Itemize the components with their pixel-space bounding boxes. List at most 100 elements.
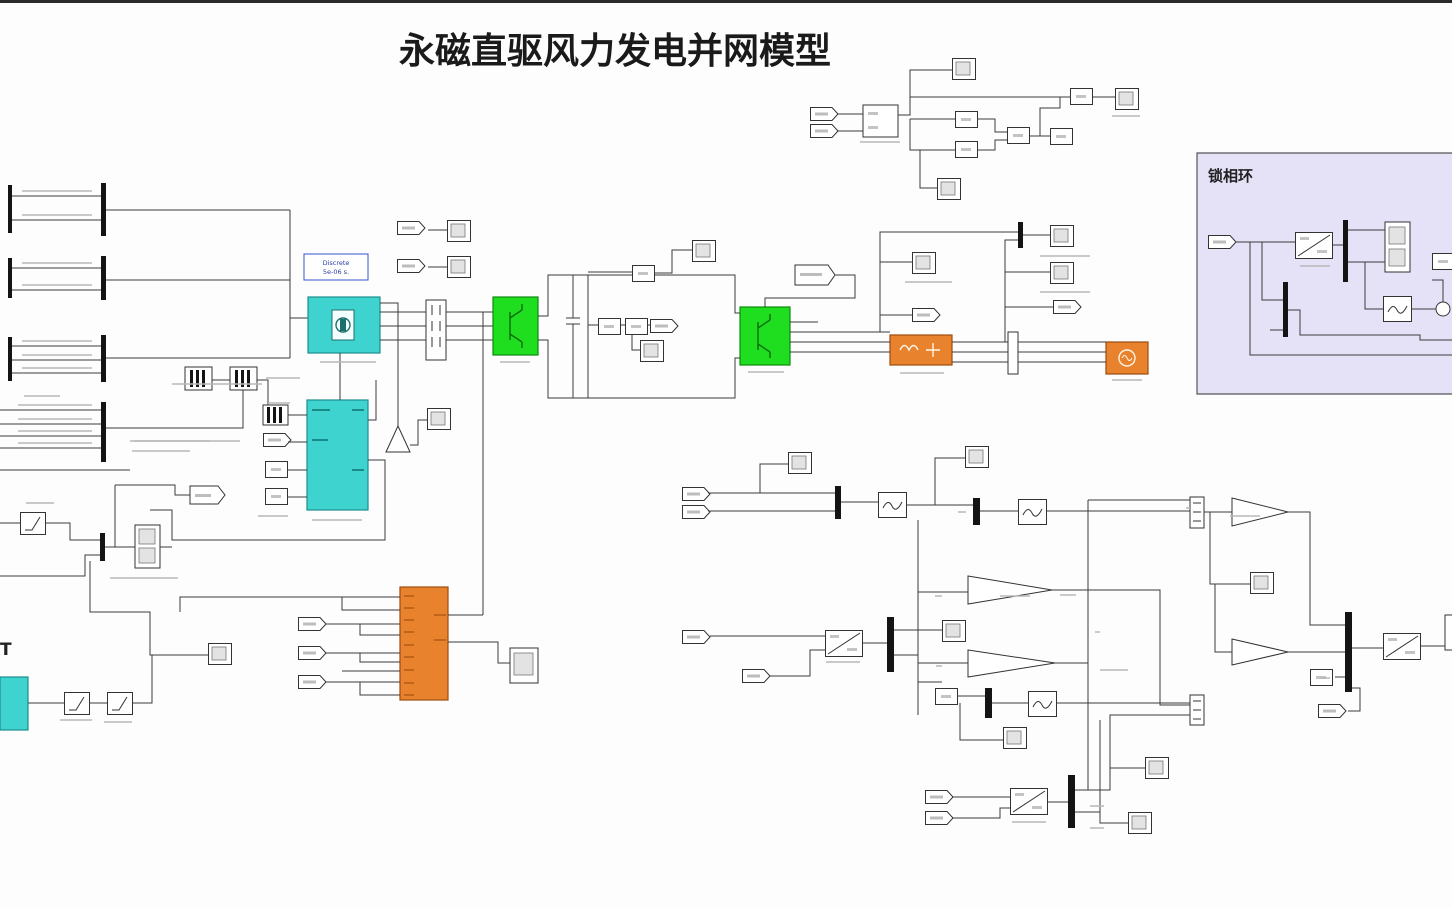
scope-block[interactable] xyxy=(447,256,471,278)
pll-subsystem[interactable]: 锁相环 xyxy=(1196,152,1452,395)
product-block[interactable] xyxy=(955,111,978,128)
scope-block[interactable] xyxy=(952,58,976,80)
sum-block[interactable] xyxy=(632,265,655,282)
gain-block[interactable] xyxy=(1231,638,1289,666)
selector-block[interactable] xyxy=(1189,694,1205,726)
scope-block[interactable] xyxy=(509,647,539,684)
inverter-block[interactable] xyxy=(739,306,791,366)
constant-block[interactable] xyxy=(935,688,958,705)
demux-bar[interactable] xyxy=(1068,775,1075,828)
selector-block[interactable] xyxy=(1189,496,1205,529)
product-block[interactable] xyxy=(598,318,621,335)
from-tag[interactable] xyxy=(682,487,711,501)
pi-controller-block[interactable] xyxy=(1383,296,1412,322)
powergui-block[interactable]: Discrete 5e-06 s. xyxy=(303,253,369,281)
from-tag[interactable] xyxy=(682,630,711,644)
bus-selector-block[interactable] xyxy=(229,366,258,391)
scope-block[interactable] xyxy=(427,408,451,430)
bus-bar-left[interactable] xyxy=(8,185,12,233)
bus-creator-bar[interactable] xyxy=(101,256,106,300)
rectifier-block[interactable] xyxy=(492,296,539,356)
math-block[interactable] xyxy=(1070,88,1093,105)
pi-controller-block[interactable] xyxy=(1018,499,1047,525)
mux-bar[interactable] xyxy=(1345,612,1352,692)
from-tag[interactable] xyxy=(298,675,327,689)
from-tag[interactable] xyxy=(298,617,327,631)
mux-bar[interactable] xyxy=(1283,282,1288,337)
bus-selector-block[interactable] xyxy=(184,366,213,391)
mux-bar[interactable] xyxy=(835,486,841,519)
from-tag[interactable] xyxy=(397,259,426,273)
scope-block[interactable] xyxy=(208,643,232,665)
from-tag[interactable] xyxy=(810,107,839,121)
scope-block[interactable] xyxy=(1050,262,1074,284)
dq-to-abc-block[interactable] xyxy=(1383,633,1421,660)
bus-bar-left[interactable] xyxy=(8,337,12,381)
from-tag[interactable] xyxy=(298,646,327,660)
goto-tag[interactable] xyxy=(650,319,679,333)
scope-block[interactable] xyxy=(965,446,989,468)
scope-block[interactable] xyxy=(1115,88,1139,110)
scope-block[interactable] xyxy=(447,220,471,242)
mux-bar[interactable] xyxy=(100,533,105,561)
abc-to-dq-block[interactable] xyxy=(1295,232,1333,259)
from-tag[interactable] xyxy=(810,124,839,138)
from-tag[interactable] xyxy=(397,221,426,235)
scope-block[interactable] xyxy=(1432,253,1452,270)
bus-creator-bar[interactable] xyxy=(101,183,106,236)
scope-block[interactable] xyxy=(1384,221,1411,273)
scope-block[interactable] xyxy=(1128,812,1152,834)
scope-block[interactable] xyxy=(1003,727,1027,749)
scope-block[interactable] xyxy=(788,452,812,474)
pi-controller-block[interactable] xyxy=(1028,691,1057,717)
demux-bar[interactable] xyxy=(887,617,894,672)
ramp-block[interactable] xyxy=(20,512,46,535)
rate-limiter-block[interactable] xyxy=(64,692,90,715)
constant-block[interactable] xyxy=(265,461,288,478)
power-calc-block[interactable] xyxy=(862,104,899,138)
mux-bar[interactable] xyxy=(985,688,992,718)
bus-creator-bar[interactable] xyxy=(101,335,106,382)
from-tag[interactable] xyxy=(925,790,954,804)
pmsg-machine-block[interactable] xyxy=(307,296,381,354)
demux-bar[interactable] xyxy=(1343,220,1348,282)
abc-to-dq-block[interactable] xyxy=(825,630,863,657)
gain-block[interactable] xyxy=(1231,497,1289,527)
scope-block[interactable] xyxy=(692,240,716,262)
gain-block[interactable] xyxy=(967,575,1053,605)
wind-turbine-block[interactable] xyxy=(0,676,29,731)
bus-bar-left[interactable] xyxy=(8,258,12,298)
grid-source-block[interactable] xyxy=(1105,341,1149,375)
scope-block[interactable] xyxy=(134,524,161,569)
gain-block[interactable] xyxy=(385,424,411,453)
from-tag[interactable] xyxy=(682,505,711,519)
saturation-block[interactable] xyxy=(107,692,133,715)
from-tag[interactable] xyxy=(263,433,292,447)
lc-filter-block[interactable] xyxy=(889,334,953,366)
from-tag[interactable] xyxy=(1318,704,1347,718)
pwm-control-subsystem-block[interactable] xyxy=(399,586,449,701)
goto-tag[interactable] xyxy=(912,308,941,322)
scope-block[interactable] xyxy=(1050,225,1074,247)
bus-creator-bar[interactable] xyxy=(101,402,106,462)
goto-tag[interactable] xyxy=(189,485,226,505)
sum-block[interactable] xyxy=(1007,127,1030,144)
scope-block[interactable] xyxy=(1145,757,1169,779)
from-tag[interactable] xyxy=(1208,235,1237,249)
scope-block[interactable] xyxy=(942,620,966,642)
pwm-from-tag[interactable] xyxy=(794,264,836,286)
mux-bar[interactable] xyxy=(973,498,980,525)
scope-block[interactable] xyxy=(937,178,961,200)
bus-selector-block[interactable] xyxy=(262,404,289,426)
three-phase-breaker-block[interactable] xyxy=(425,299,447,361)
mux-bar[interactable] xyxy=(1018,222,1023,248)
constant-block[interactable] xyxy=(265,488,288,505)
goto-tag[interactable] xyxy=(1053,300,1082,314)
gain-block[interactable] xyxy=(967,649,1056,678)
sqrt-block[interactable] xyxy=(1050,128,1073,145)
from-tag[interactable] xyxy=(925,811,954,825)
sum-block[interactable] xyxy=(1435,301,1451,317)
scope-block[interactable] xyxy=(912,252,936,274)
pi-controller-block[interactable] xyxy=(878,492,907,518)
